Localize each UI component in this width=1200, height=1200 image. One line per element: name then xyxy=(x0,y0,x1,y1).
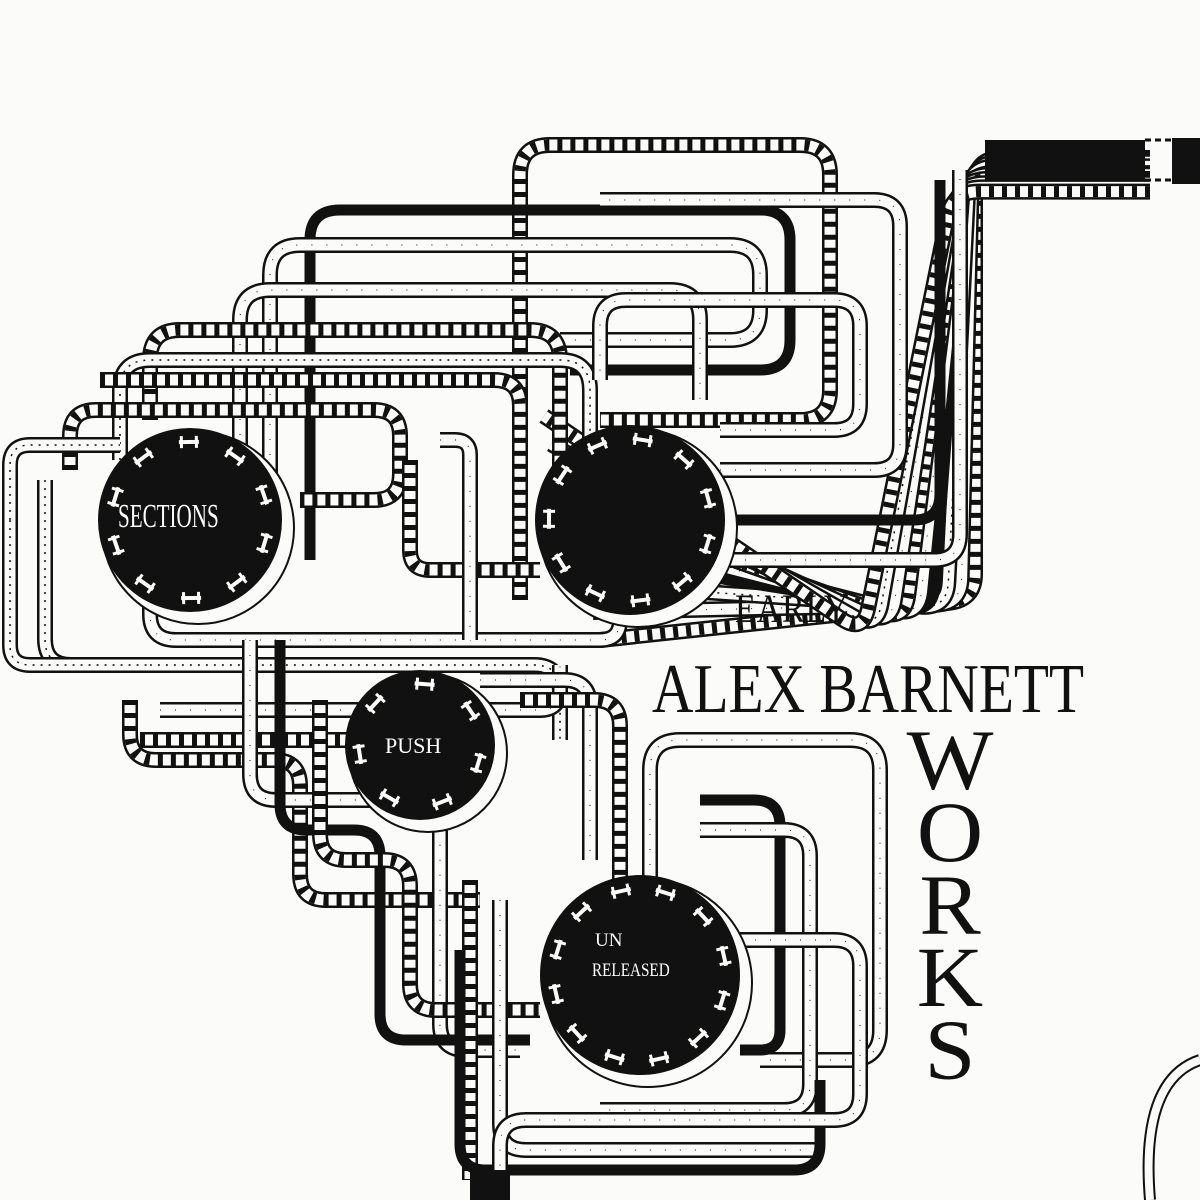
connector-icon xyxy=(673,449,695,471)
cable xyxy=(512,137,838,600)
cables xyxy=(2,137,1200,1200)
dial-sections xyxy=(98,428,295,625)
connector-icon xyxy=(107,486,124,508)
connector-icon xyxy=(352,743,367,765)
connector-icon xyxy=(107,534,125,556)
connector-icon xyxy=(692,905,714,928)
connector-icon xyxy=(551,551,572,574)
connector-icon xyxy=(687,1027,710,1049)
connector-icon xyxy=(364,692,386,715)
connector-icon xyxy=(225,572,248,593)
cable-trunk xyxy=(985,140,1145,180)
connector-icon xyxy=(224,446,246,467)
connector-icon xyxy=(431,792,453,811)
connector-icon xyxy=(414,677,435,691)
cable xyxy=(142,560,628,648)
connector-icon xyxy=(648,1051,670,1067)
connector-icon xyxy=(610,883,632,899)
cable xyxy=(520,692,628,880)
connector-icon xyxy=(181,591,202,605)
cable xyxy=(122,700,480,908)
connector-icon xyxy=(655,884,676,902)
connector-icon xyxy=(604,1048,625,1066)
connector-icon xyxy=(548,983,564,1005)
cable xyxy=(454,950,826,1176)
cable xyxy=(100,372,528,550)
artist-name: ALEX BARNETT xyxy=(652,651,1085,728)
connector-icon xyxy=(586,436,609,455)
connector-icon xyxy=(699,488,717,509)
cable xyxy=(142,322,568,560)
cable xyxy=(2,437,120,520)
cable xyxy=(262,237,768,560)
connector-icon xyxy=(566,1022,588,1045)
connector-icon xyxy=(178,435,199,449)
connector-icon xyxy=(632,432,653,448)
connector-icon xyxy=(630,593,651,608)
connector-icon xyxy=(469,752,487,774)
cable xyxy=(642,732,888,1068)
node-label-sections: SECTIONS xyxy=(118,498,219,535)
cable xyxy=(402,460,540,578)
connector-icon xyxy=(134,573,156,594)
connector-icon xyxy=(698,533,716,555)
cable xyxy=(492,932,868,1190)
cable xyxy=(730,170,968,568)
connector-icon xyxy=(716,945,732,967)
connector-icon xyxy=(713,990,731,1011)
connector-icon xyxy=(552,464,573,487)
cable xyxy=(592,292,868,438)
connector-icon xyxy=(460,699,481,722)
connector-icon xyxy=(584,583,606,603)
connector-icon xyxy=(549,939,567,960)
cable xyxy=(600,192,908,478)
connector-icon xyxy=(378,788,401,808)
cable xyxy=(700,794,786,1056)
cable xyxy=(274,640,530,1046)
connector-icon xyxy=(256,532,273,554)
cable xyxy=(440,432,478,640)
node-label-unreleased-2: RELEASED xyxy=(592,960,670,981)
node-label-push: PUSH xyxy=(385,733,442,758)
connector-icon xyxy=(542,508,556,529)
cable xyxy=(304,204,796,560)
cable xyxy=(62,402,408,508)
node-label-unreleased-1: UN xyxy=(595,930,623,951)
title-works: WORKS xyxy=(899,712,1001,1075)
dial-push xyxy=(345,670,508,833)
cable xyxy=(720,180,946,526)
cable xyxy=(600,822,818,1118)
cable xyxy=(312,700,540,1018)
connector-icon xyxy=(671,571,693,593)
title-early: EARLY xyxy=(735,586,850,631)
dial-early xyxy=(535,425,738,628)
connector-icon xyxy=(255,484,273,506)
dials xyxy=(98,425,753,1088)
cable xyxy=(2,520,150,673)
connector-icon xyxy=(570,901,593,923)
connector-icon xyxy=(132,447,155,468)
dial-unreleased xyxy=(540,875,753,1088)
